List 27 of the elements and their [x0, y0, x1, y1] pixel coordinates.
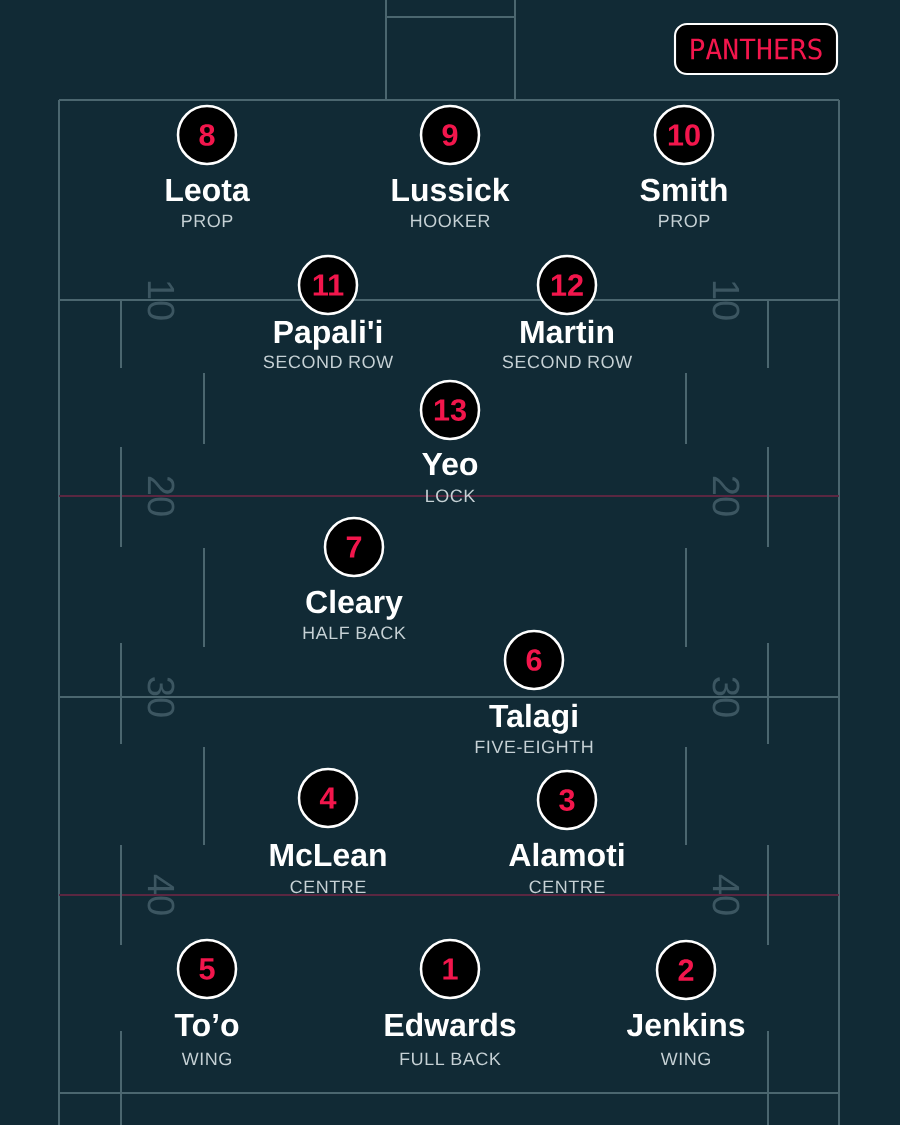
player-name: Leota	[166, 179, 250, 202]
position-label: FIVE-EIGHTH	[475, 740, 593, 754]
team-badge: PANTHERS	[673, 22, 839, 76]
player-name: Yeo	[422, 453, 478, 476]
player-name: McLean	[270, 844, 386, 867]
player-name: Martin	[521, 319, 613, 344]
position-label: CENTRE	[529, 880, 605, 894]
player-name: Alamoti	[509, 842, 624, 867]
position-label: WING	[660, 1052, 710, 1066]
player-name: Papali'i	[274, 319, 382, 350]
position-label: HALF BACK	[303, 626, 406, 640]
player-name: Cleary	[306, 589, 403, 620]
player-name: Talagi	[489, 703, 577, 734]
player-name: Jenkins	[626, 1012, 745, 1037]
position-label: FULL BACK	[400, 1052, 501, 1066]
player-name: Smith	[640, 177, 727, 202]
position-label: LOCK	[426, 489, 476, 503]
position-label: CENTRE	[290, 880, 366, 894]
position-label: PROP	[659, 214, 710, 228]
position-label: HOOKER	[411, 214, 490, 228]
player-name: To’o	[174, 1014, 239, 1037]
position-label: SECOND ROW	[263, 355, 394, 369]
position-label: SECOND ROW	[502, 355, 633, 369]
position-label: WING	[181, 1052, 231, 1066]
position-label: PROP	[182, 214, 233, 228]
player-name: Lussick	[392, 177, 510, 202]
player-name: Edwards	[385, 1012, 516, 1037]
